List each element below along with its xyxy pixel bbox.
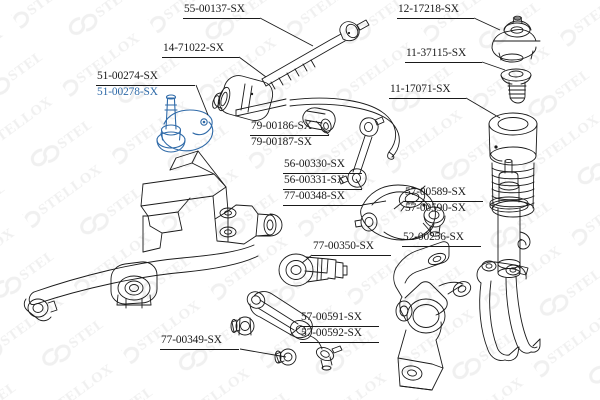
callout-c14: 57-00590-SX [405,202,466,214]
callout-c10: 56-00330-SX [284,158,345,170]
callout-rule-c1 [183,18,260,19]
callout-rule-c2 [397,18,474,19]
callout-c17: 57-00591-SX [301,311,362,323]
callout-c2: 12-17218-SX [398,3,459,15]
callout-c7: 11-17071-SX [390,83,451,95]
callout-c5: 51-00274-SX [97,70,158,82]
callout-rule-c16 [312,255,391,256]
callout-c12: 77-00348-SX [284,190,345,202]
callout-rule-c12 [283,205,362,206]
callout-c8: 79-00186-SX [251,120,312,132]
callout-c3: 14-71022-SX [163,42,224,54]
callout-c13: 57-00589-SX [405,186,466,198]
callout-c1: 55-00137-SX [184,3,245,15]
callout-rule-c19 [160,349,239,350]
callout-rule-c3 [162,57,239,58]
callout-c11: 56-00331-SX [284,174,345,186]
callout-c9: 79-00187-SX [251,136,312,148]
callout-c15: 52-00256-SX [403,231,464,243]
callout-rule-c4 [405,62,482,63]
callout-rule-c18 [300,342,379,343]
callout-c19: 77-00349-SX [161,334,222,346]
callout-c4: 11-37115-SX [406,47,467,59]
callout-c18: 57-00592-SX [301,327,362,339]
callout-c6: 51-00278-SX [97,86,158,98]
callout-rule-c7 [389,98,466,99]
callout-c16: 77-00350-SX [313,240,374,252]
callout-rule-c15 [402,246,481,247]
